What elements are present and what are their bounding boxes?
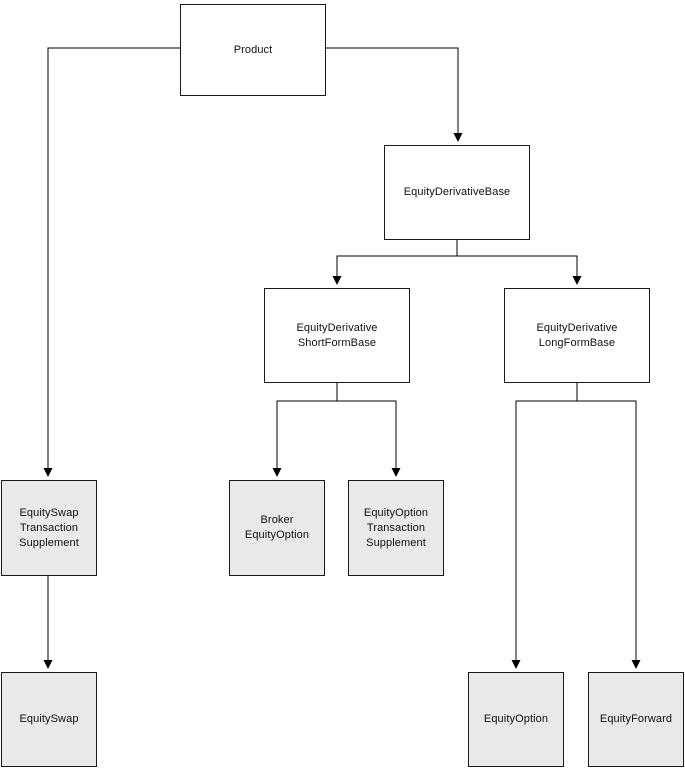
class-node-label: EquityOption: [483, 713, 549, 725]
connector-equity-derivative-base-to-long-form-base: [456, 240, 578, 284]
class-node-equity-derivative-short-form-base[interactable]: EquityDerivative ShortFormBase: [264, 288, 410, 383]
class-node-equity-derivative-base[interactable]: EquityDerivativeBase: [384, 145, 530, 240]
connector-long-form-base-to-equity-forward: [576, 383, 637, 668]
class-node-label: EquityOption Transaction Supplement: [363, 506, 429, 549]
arrowhead-long-form-base-to-equity-option: [511, 660, 521, 669]
class-node-label: EquitySwap: [19, 713, 79, 725]
class-node-equity-forward[interactable]: EquityForward: [588, 672, 684, 767]
arrowhead-equity-derivative-base-to-short-form-base: [332, 276, 342, 285]
class-node-equity-option-transaction-supplement[interactable]: EquityOption Transaction Supplement: [348, 480, 444, 576]
class-node-label: EquityForward: [599, 713, 673, 725]
class-node-product[interactable]: Product: [180, 4, 326, 96]
arrowhead-equity-derivative-base-to-long-form-base: [572, 276, 582, 285]
class-node-label: Broker EquityOption: [244, 514, 310, 541]
connector-short-form-base-to-broker-equity-option: [276, 383, 338, 476]
class-node-equity-swap[interactable]: EquitySwap: [1, 672, 97, 767]
connector-product-to-equity-derivative-base: [326, 47, 459, 141]
class-node-equity-derivative-long-form-base[interactable]: EquityDerivative LongFormBase: [504, 288, 650, 383]
class-node-label: EquityDerivative LongFormBase: [536, 321, 618, 349]
class-node-label: Product: [233, 43, 273, 56]
arrowhead-short-form-base-to-broker-equity-option: [272, 468, 282, 477]
class-node-label: EquitySwap Transaction Supplement: [19, 506, 79, 549]
class-node-equity-swap-transaction-supplement[interactable]: EquitySwap Transaction Supplement: [1, 480, 97, 576]
connector-long-form-base-to-equity-option: [515, 383, 578, 668]
class-node-equity-option[interactable]: EquityOption: [468, 672, 564, 767]
connector-equity-derivative-base-to-short-form-base: [336, 240, 458, 284]
arrowhead-short-form-base-to-equity-option-transaction-supplement: [391, 468, 401, 477]
class-node-label: EquityDerivativeBase: [403, 186, 511, 198]
arrowhead-long-form-base-to-equity-forward: [631, 660, 641, 669]
arrowhead-equity-swap-transaction-supplement-to-equity-swap: [43, 660, 53, 669]
class-node-broker-equity-option[interactable]: Broker EquityOption: [229, 480, 325, 576]
arrowhead-product-to-equity-swap-transaction-supplement: [43, 468, 53, 477]
connector-short-form-base-to-equity-option-transaction-supplement: [336, 383, 397, 476]
arrowhead-product-to-equity-derivative-base: [453, 133, 463, 142]
connector-product-to-equity-swap-transaction-supplement: [47, 47, 180, 476]
class-node-label: EquityDerivative ShortFormBase: [296, 321, 378, 349]
